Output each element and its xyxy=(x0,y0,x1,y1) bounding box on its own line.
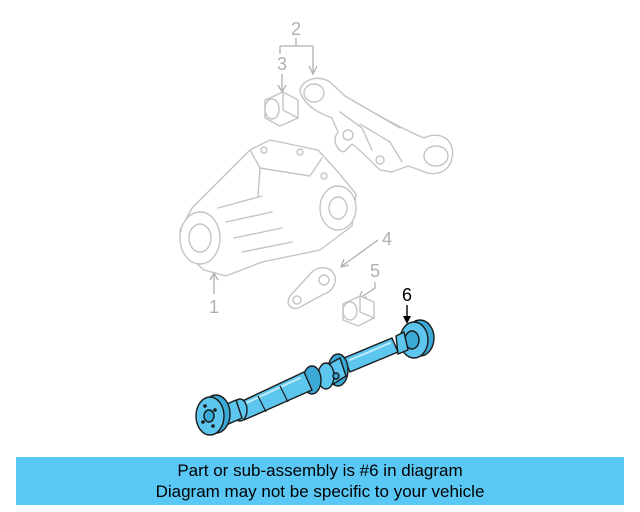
callout-6[interactable]: 6 xyxy=(402,285,412,324)
callout-5[interactable]: 5 xyxy=(357,261,380,300)
drive-shaft-part-6[interactable] xyxy=(195,319,435,436)
callout-6-label: 6 xyxy=(402,285,412,305)
crossmember-part-2 xyxy=(299,77,454,175)
callout-3[interactable]: 3 xyxy=(277,54,287,94)
callout-4-label: 4 xyxy=(382,229,392,249)
callout-4[interactable]: 4 xyxy=(339,229,392,268)
callout-2-arrow xyxy=(308,65,318,76)
callout-3-label: 3 xyxy=(277,54,287,74)
callout-5-leader xyxy=(359,282,376,299)
bushing-part-5 xyxy=(342,295,375,327)
callout-1-arrow xyxy=(209,271,219,281)
bushing-part-3 xyxy=(264,91,299,127)
differential-part-1 xyxy=(179,139,357,277)
callout-6-arrow xyxy=(403,316,411,324)
callout-1-label: 1 xyxy=(209,297,219,317)
callout-2-leader xyxy=(279,38,314,72)
banner-line-1: Part or sub-assembly is #6 in diagram xyxy=(177,461,463,480)
callout-2-label: 2 xyxy=(291,19,301,39)
callout-2[interactable]: 2 xyxy=(279,19,318,76)
callout-1[interactable]: 1 xyxy=(209,271,219,317)
mount-part-4 xyxy=(287,267,336,310)
banner-line-2: Diagram may not be specific to your vehi… xyxy=(155,482,485,501)
callout-5-label: 5 xyxy=(370,261,380,281)
callout-4-arrow xyxy=(339,258,350,268)
info-banner: Part or sub-assembly is #6 in diagram Di… xyxy=(16,457,624,505)
callout-4-leader xyxy=(341,239,379,267)
parts-diagram: 2 3 1 4 xyxy=(179,19,454,436)
